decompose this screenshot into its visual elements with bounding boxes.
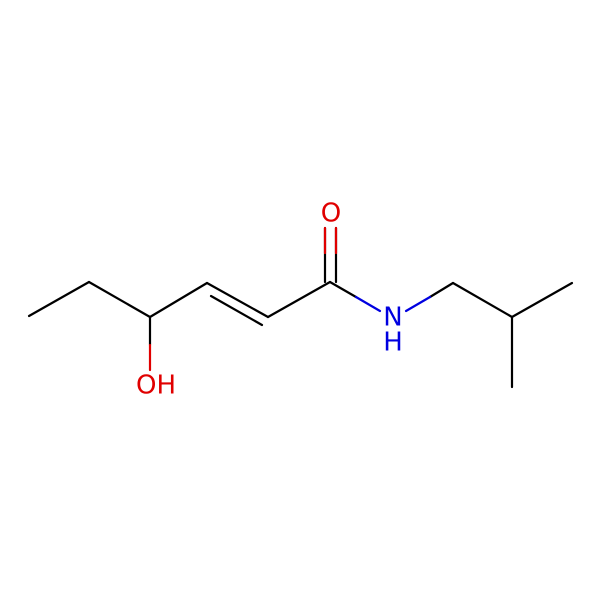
bonds-group <box>27 226 574 389</box>
bond-c1-n-black <box>328 280 358 299</box>
bond-n-cb-black <box>428 281 455 299</box>
bond-c1-n-blue <box>354 295 382 313</box>
bond-cb-cc <box>451 281 514 319</box>
bond-cc-me1 <box>510 281 574 319</box>
atom-label-amide-nitrogen: N <box>383 303 402 333</box>
bond-n-cb-blue <box>404 295 432 313</box>
bond-c3-c2-second <box>209 294 264 327</box>
hetero-bonds-group <box>148 226 432 372</box>
atom-label-carbonyl-oxygen: O <box>321 199 341 229</box>
bond-c5-c4 <box>87 280 152 319</box>
bond-c4-c3 <box>148 281 209 319</box>
atom-label-hydroxyl: OH <box>136 371 176 401</box>
atom-labels-group: O N H OH <box>136 199 403 401</box>
bond-c2-c1 <box>266 280 332 319</box>
bond-c6-c5 <box>27 280 91 318</box>
atom-label-amide-hydrogen: H <box>383 328 403 358</box>
bond-c3-c2 <box>205 281 270 319</box>
